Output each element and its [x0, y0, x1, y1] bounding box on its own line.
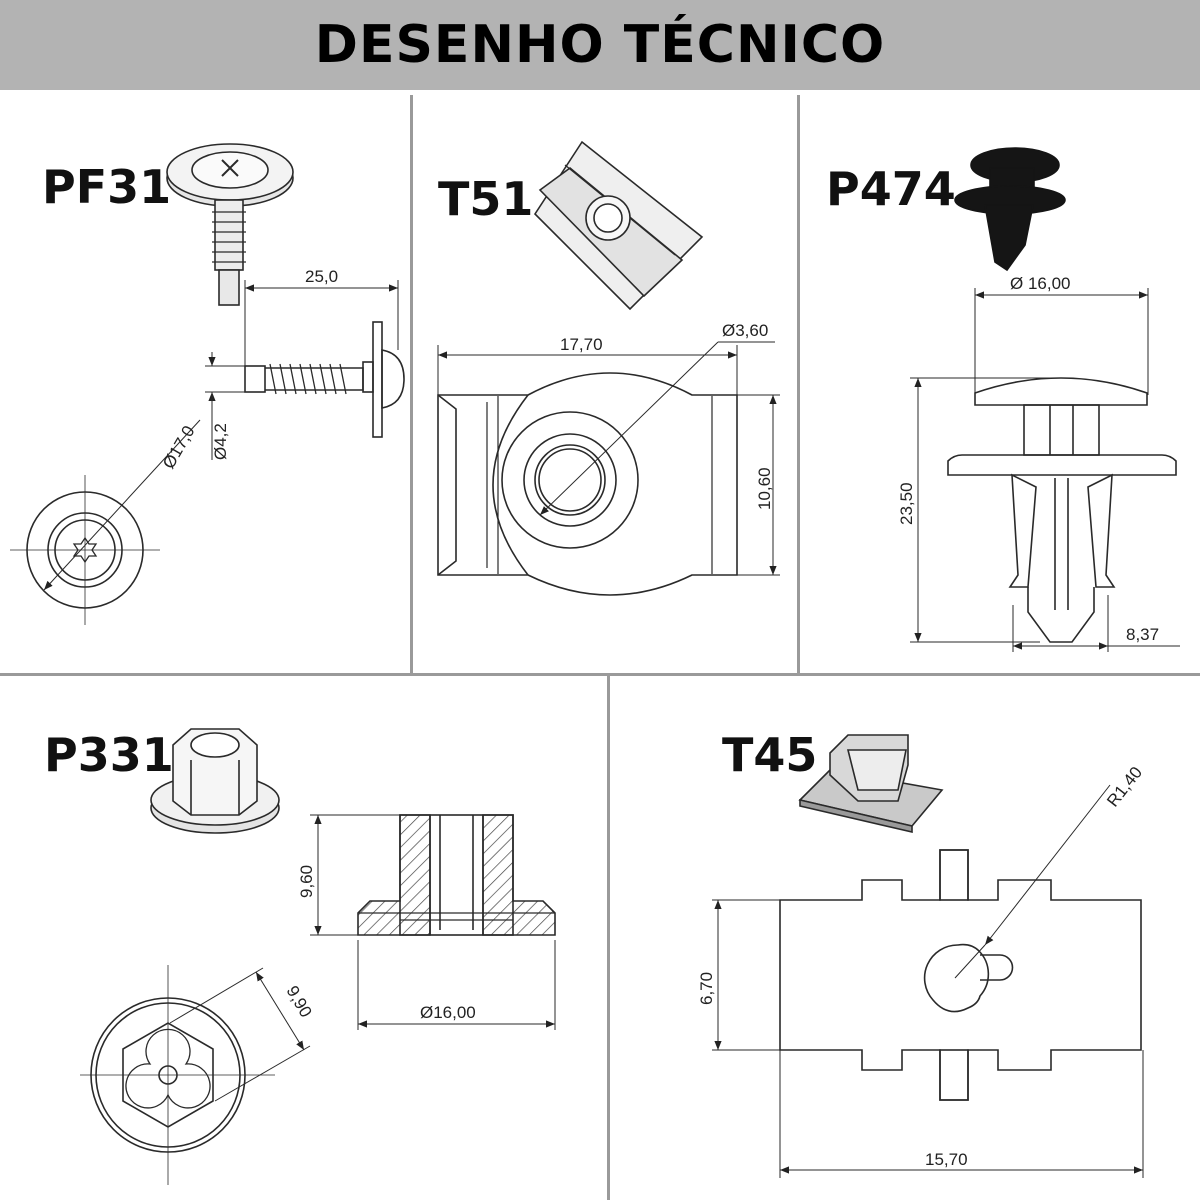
t51-dim-hole — [539, 341, 775, 516]
t45-dim-length — [779, 1050, 1144, 1178]
p331-dim-height-text: 9,60 — [297, 865, 316, 898]
pf31-drawing — [10, 143, 405, 625]
t45-dim-radius-text: R1,40 — [1103, 763, 1146, 810]
p331-dim-flange — [357, 940, 556, 1030]
t45-dim-height — [712, 899, 780, 1051]
pf31-front-view — [10, 475, 160, 625]
p474-dim-head — [974, 288, 1149, 395]
label-t45: T45 — [722, 728, 818, 782]
p331-drawing — [80, 728, 556, 1185]
t51-clip-render — [533, 140, 704, 311]
p474-dim-leg — [1012, 595, 1180, 652]
p474-dim-height — [910, 377, 1060, 643]
t51-dim-height — [737, 394, 780, 576]
pf31-dim-length — [244, 280, 399, 366]
t45-clip-render — [798, 734, 944, 834]
p474-side-view — [947, 377, 1177, 643]
p331-dim-flange-text: Ø16,00 — [420, 1003, 476, 1022]
t51-dim-length-text: 17,70 — [560, 335, 603, 354]
pf31-dim-length-text: 25,0 — [305, 267, 338, 286]
t51-dim-hole-text: Ø3,60 — [722, 321, 768, 340]
pf31-dim-head-leader — [43, 419, 201, 591]
t51-plan-view — [437, 372, 738, 596]
p331-front-view — [80, 965, 275, 1185]
p331-section-view — [357, 814, 556, 936]
divider-v3 — [607, 676, 610, 1200]
p474-drawing — [910, 147, 1180, 652]
t51-drawing — [437, 140, 780, 596]
pf31-screw-render — [166, 143, 294, 306]
t51-dim-length — [437, 345, 738, 395]
divider-h — [0, 673, 1200, 676]
t51-dim-height-text: 10,60 — [755, 467, 774, 510]
p331-dim-flats — [169, 967, 311, 1102]
t45-dim-radius — [954, 784, 1111, 979]
t45-drawing — [712, 734, 1144, 1178]
p331-nut-render — [150, 728, 280, 834]
p331-dim-flats-text: 9,90 — [283, 983, 316, 1021]
label-p474: P474 — [826, 162, 956, 216]
label-pf31: PF31 — [42, 160, 172, 214]
p474-rivet-render — [954, 147, 1066, 272]
t45-plan-view — [779, 849, 1142, 1101]
pf31-dim-shank — [205, 352, 245, 460]
page-title: DESENHO TÉCNICO — [314, 15, 886, 75]
t45-dim-height-text: 6,70 — [697, 972, 716, 1005]
t45-dim-length-text: 15,70 — [925, 1150, 968, 1169]
pf31-dim-shank-text: Ø4,2 — [211, 423, 230, 460]
p331-dim-height — [310, 814, 400, 936]
p474-dim-height-text: 23,50 — [897, 482, 916, 525]
header-bar: DESENHO TÉCNICO — [0, 0, 1200, 90]
divider-v2 — [797, 95, 800, 673]
p474-dim-head-text: Ø 16,00 — [1010, 274, 1071, 293]
p474-dim-leg-text: 8,37 — [1126, 625, 1159, 644]
label-t51: T51 — [438, 172, 534, 226]
pf31-side-view — [244, 321, 405, 438]
divider-v1 — [410, 95, 413, 673]
pf31-dim-head-text: Ø17,0 — [159, 422, 199, 472]
label-p331: P331 — [44, 728, 174, 782]
